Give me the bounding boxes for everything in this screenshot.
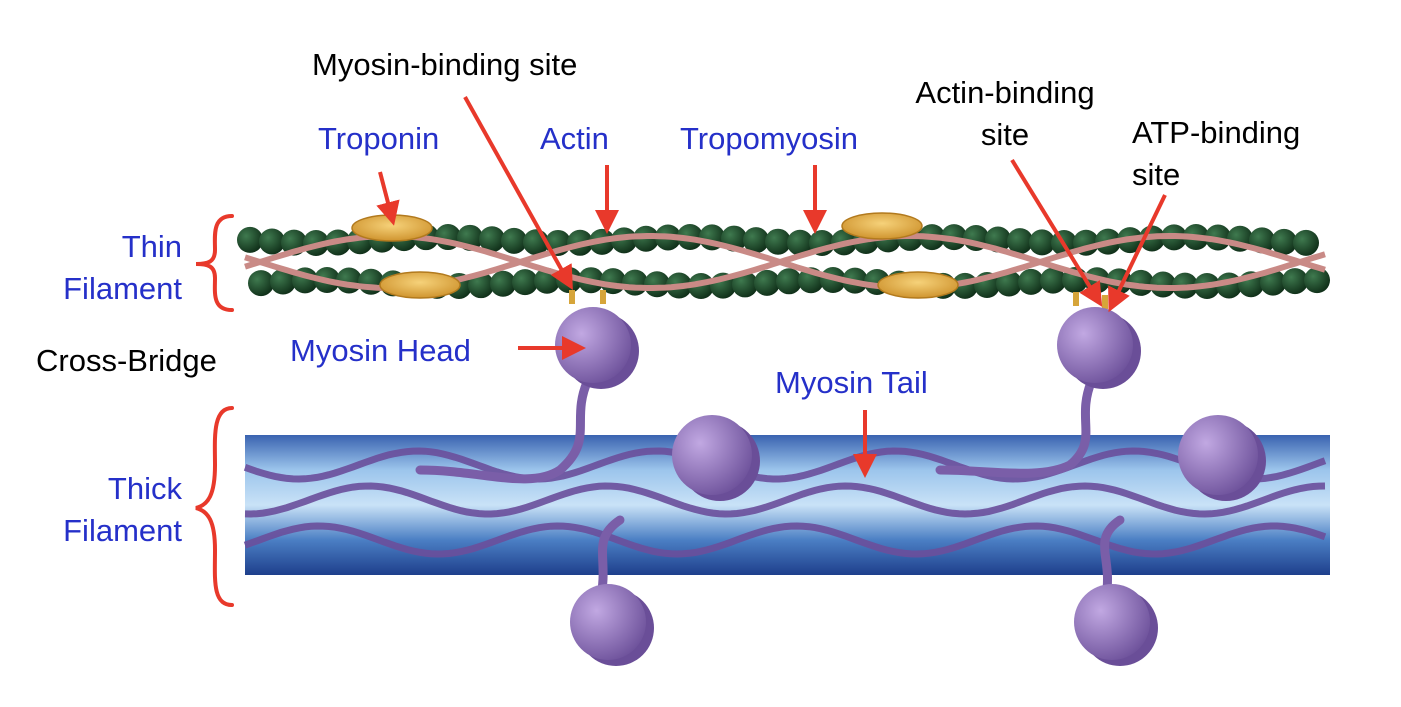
thick-filament bbox=[243, 435, 1330, 575]
actin-label: Actin bbox=[540, 121, 609, 156]
myosin-binding-site-label: Myosin-binding site bbox=[312, 47, 578, 82]
actin-binding-site-line2: site bbox=[980, 116, 1030, 152]
atp-binding-site-arrow bbox=[1108, 194, 1167, 313]
tropomyosin-label: Tropomyosin bbox=[680, 121, 859, 156]
thick-filament-line1: Thick bbox=[107, 471, 182, 506]
actin-binding-site-arrow bbox=[1010, 158, 1103, 307]
thin-filament-line2: Filament bbox=[63, 270, 182, 306]
troponin-arrow bbox=[376, 171, 400, 226]
cross-bridge-label: Cross-Bridge bbox=[36, 343, 217, 378]
thin-filament-label: Thin Filament bbox=[20, 226, 182, 310]
myosin-binding-site-arrow bbox=[463, 96, 573, 290]
thick-filament-bracket bbox=[195, 406, 234, 607]
myosin-molecules bbox=[415, 290, 1266, 666]
atp-binding-site-label: ATP-binding site bbox=[1132, 112, 1300, 196]
myosin-head-label: Myosin Head bbox=[290, 333, 471, 368]
troponin-label: Troponin bbox=[318, 121, 440, 156]
atp-binding-site-line1: ATP-binding bbox=[1132, 115, 1301, 150]
thick-filament-label: Thick Filament bbox=[20, 468, 182, 552]
thin-filament-line1: Thin bbox=[121, 229, 182, 264]
myosin-tail-label: Myosin Tail bbox=[775, 365, 928, 400]
actin-binding-site-line1: Actin-binding bbox=[915, 75, 1095, 110]
actin-binding-site-label: Actin-binding site bbox=[900, 72, 1110, 156]
thin-filament-bracket bbox=[195, 214, 234, 312]
atp-binding-site-line2: site bbox=[1132, 156, 1181, 192]
thick-filament-line2: Filament bbox=[63, 512, 182, 548]
